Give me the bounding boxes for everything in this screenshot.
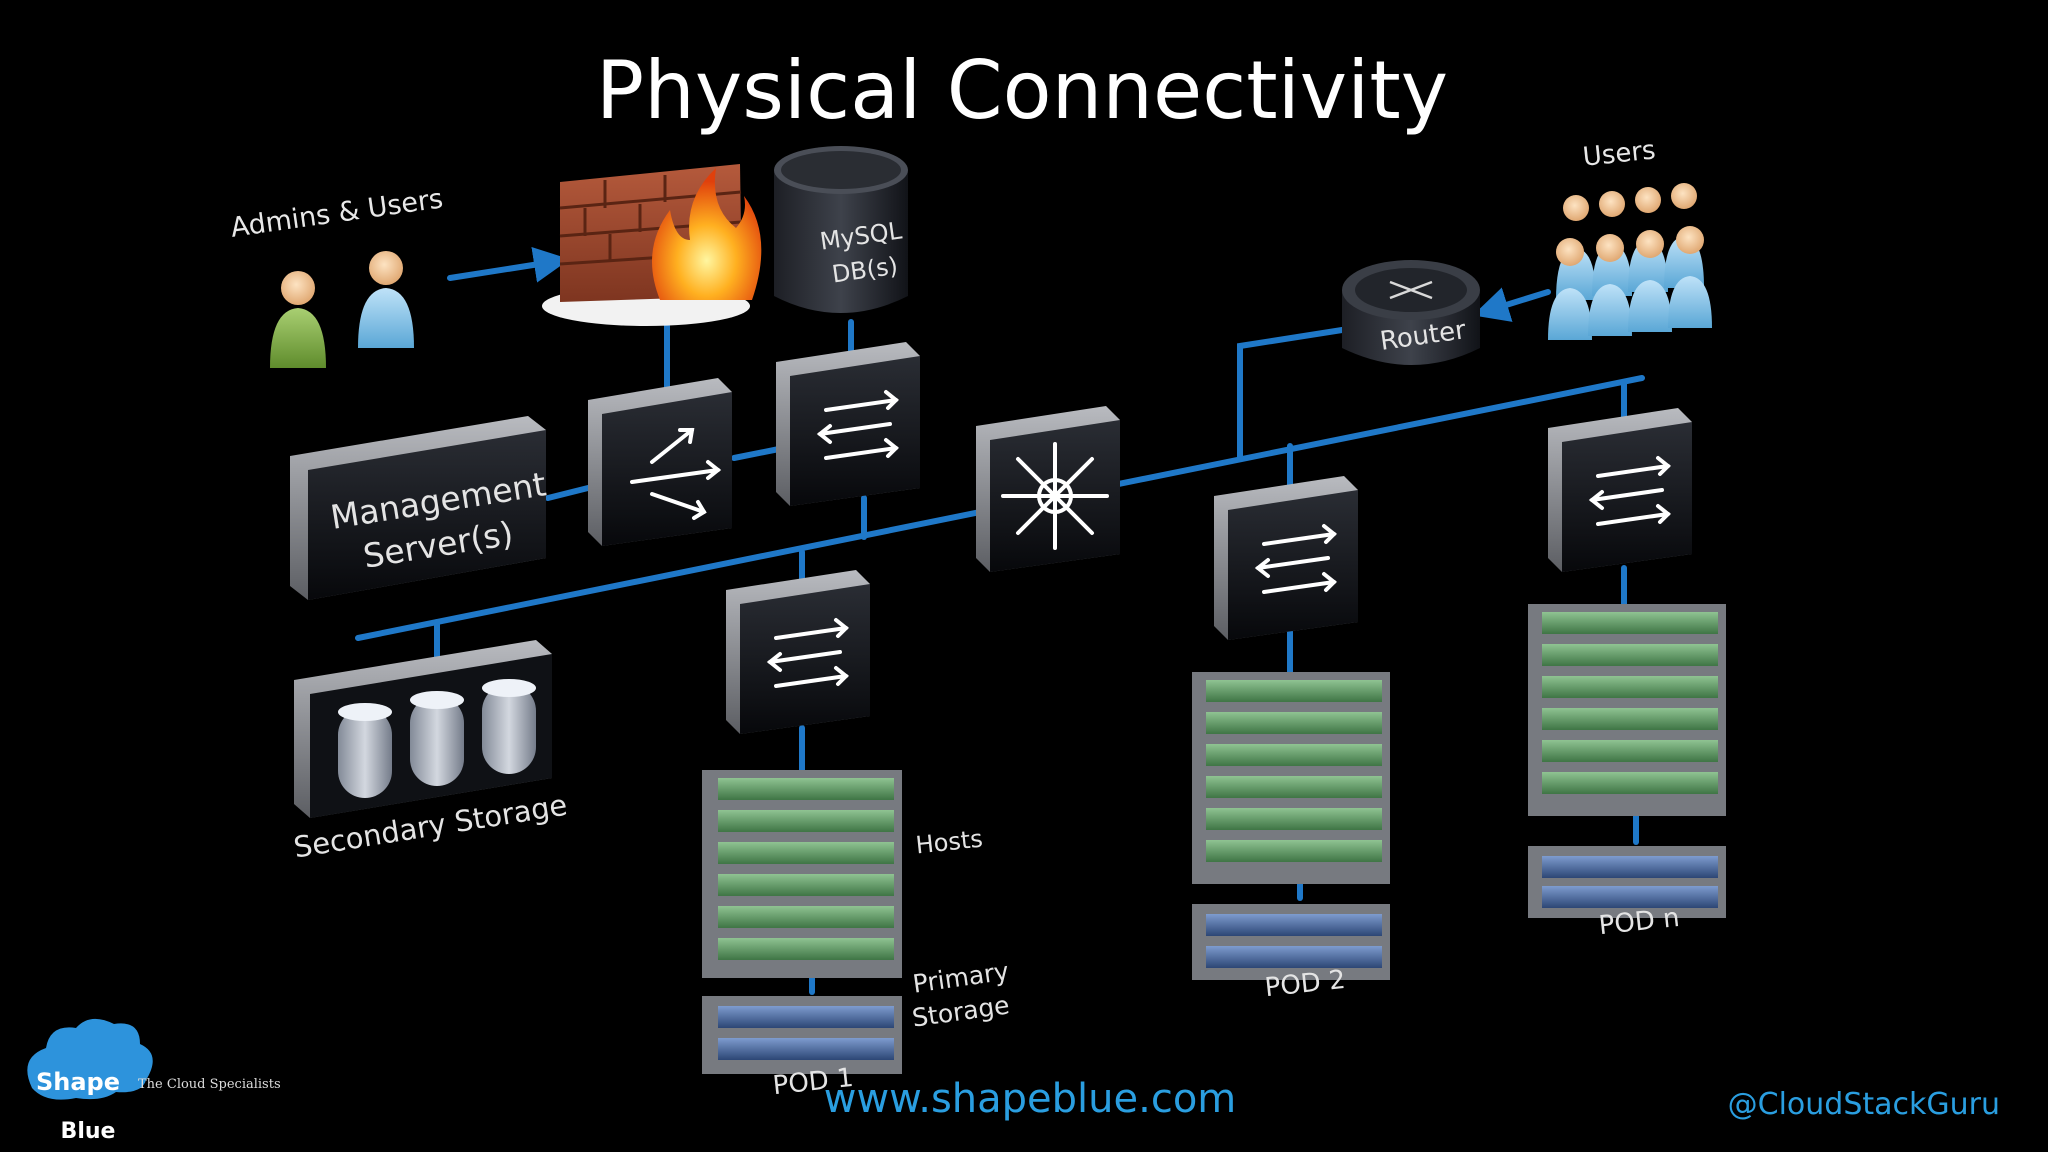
user-person-icon [358,251,414,348]
users-group: Users [1548,135,1712,340]
database-switch-icon [776,342,920,506]
pod1-group: Hosts Primary Storage POD 1 [702,570,1011,1101]
pod2-switch-icon [1214,476,1358,640]
pod2-host-rack [1192,672,1390,884]
mysql-database-icon: MySQL DB(s) [774,146,908,313]
users-label: Users [1581,135,1657,172]
shapeblue-logo: Shape Blue The Cloud Specialists [27,1018,281,1144]
pod1-switch-icon [726,570,870,734]
admin-person-icon [270,271,326,368]
layer3-switch-icon [588,378,732,546]
router-icon: Router [1342,260,1480,365]
slide-title: Physical Connectivity [596,44,1448,137]
pod1-host-rack [702,770,902,978]
storage-disk-icon [482,679,536,774]
hosts-label: Hosts [914,825,984,860]
podn-switch-icon [1548,408,1692,572]
storage-disk-icon [338,703,392,798]
secondary-storage-icon: Secondary Storage [291,640,570,865]
podn-primary-storage-rack [1528,846,1726,918]
admins-users-label: Admins & Users [229,183,445,243]
management-server-icon: Management Server(s) [290,416,549,600]
storage-disk-icon [410,691,464,786]
firewall-icon [542,164,762,326]
pod2-group: POD 2 [1192,476,1390,1003]
users-crowd-icon [1548,183,1712,340]
podn-host-rack [1528,604,1726,816]
pod1-primary-storage-rack [702,996,902,1074]
podn-group: POD n [1528,408,1726,941]
pod2-primary-storage-rack [1192,904,1390,980]
admins-users-group: Admins & Users [229,183,445,368]
logo-top-text: Shape [36,1068,120,1096]
twitter-handle[interactable]: @CloudStackGuru [1728,1087,2000,1122]
logo-bottom-text: Blue [61,1119,116,1144]
core-switch-icon [976,406,1120,572]
network-links [355,247,1645,995]
logo-tagline: The Cloud Specialists [138,1077,281,1092]
website-link[interactable]: www.shapeblue.com [824,1076,1237,1122]
